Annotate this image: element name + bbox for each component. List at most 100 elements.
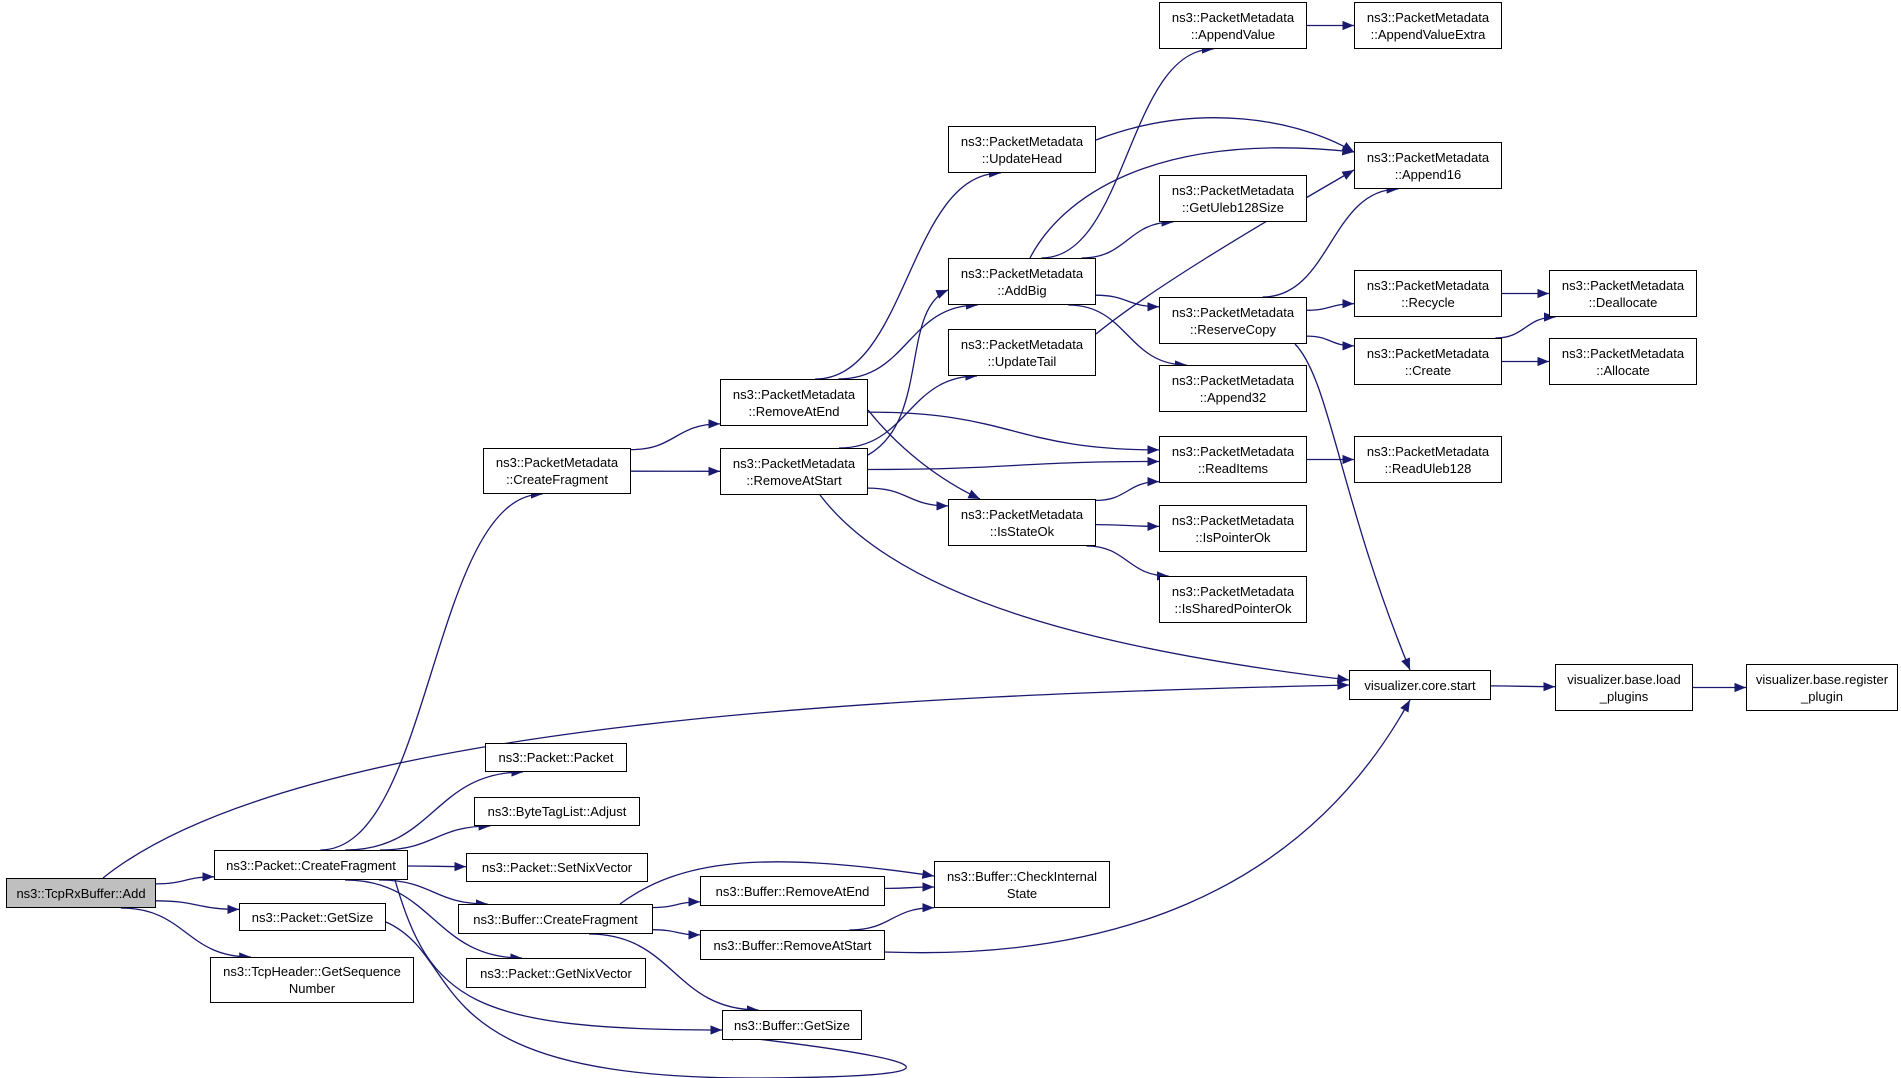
node-visualizer-base-register-plugin[interactable]: visualizer.base.register_plugin [1746, 664, 1898, 711]
node-label-line: ns3::Buffer::RemoveAtStart [713, 937, 872, 953]
node-packet-createfragment[interactable]: ns3::Packet::CreateFragment [214, 850, 408, 880]
node-label-line: ns3::Buffer::CheckInternal [946, 868, 1098, 884]
node-label-line: ns3::Buffer::GetSize [733, 1017, 851, 1033]
node-label-line: ns3::PacketMetadata [960, 133, 1084, 149]
node-label-line: ::Allocate [1596, 362, 1650, 378]
node-label-line: ::ReadUleb128 [1384, 460, 1472, 476]
node-buffer-createfragment[interactable]: ns3::Buffer::CreateFragment [458, 904, 653, 934]
node-packet-packet[interactable]: ns3::Packet::Packet [485, 743, 627, 772]
edge-pm-removeatend-to-pm-isstateok [867, 409, 981, 500]
edge-pm-removeatstart-to-pm-updatetail [838, 371, 978, 449]
node-pm-readuleb128[interactable]: ns3::PacketMetadata::ReadUleb128 [1354, 436, 1502, 483]
edge-pm-removeatstart-to-pm-addbig [867, 289, 949, 456]
edge-buffer-createfragment-to-buffer-removeatstart [652, 929, 701, 940]
node-visualizer-base-load-plugins[interactable]: visualizer.base.load_plugins [1555, 664, 1693, 711]
node-label-line: ::IsStateOk [989, 523, 1055, 539]
node-pm-removeatstart[interactable]: ns3::PacketMetadata::RemoveAtStart [720, 448, 868, 495]
node-label-line: ns3::Packet::GetNixVector [480, 965, 632, 981]
edge-tcprxbuffer-add-to-packet-createfragment [155, 872, 215, 885]
edge-buffer-removeatstart-to-buffer-checkinternalstate [849, 903, 935, 931]
node-label-line: ns3::PacketMetadata [732, 386, 856, 402]
node-pm-create[interactable]: ns3::PacketMetadata::Create [1354, 338, 1502, 385]
edge-packet-createfragment-to-packet-setnixvector [407, 861, 467, 872]
edge-buffer-removeatstart-to-visualizer-core-start [884, 699, 1411, 954]
node-pm-append32[interactable]: ns3::PacketMetadata::Append32 [1159, 365, 1307, 412]
node-label-line: ::Create [1404, 362, 1452, 378]
node-buffer-getsize[interactable]: ns3::Buffer::GetSize [722, 1010, 862, 1040]
edge-pm-reservecopy-to-visualizer-core-start [1294, 343, 1411, 671]
node-label-line: ns3::Buffer::RemoveAtEnd [715, 883, 870, 899]
node-label-line: ::Append32 [1199, 389, 1267, 405]
node-label-line: visualizer.core.start [1364, 677, 1476, 693]
node-tcprxbuffer-add[interactable]: ns3::TcpRxBuffer::Add [6, 878, 156, 908]
node-label-line: ns3::PacketMetadata [1366, 277, 1490, 293]
edge-packet-createfragment-to-buffer-createfragment [378, 879, 488, 909]
node-packet-setnixvector[interactable]: ns3::Packet::SetNixVector [466, 853, 648, 882]
node-label-line: ns3::PacketMetadata [1366, 9, 1490, 25]
node-label-line: ::IsPointerOk [1195, 529, 1271, 545]
node-label-line: ns3::Packet::CreateFragment [226, 857, 396, 873]
node-buffer-removeatstart[interactable]: ns3::Buffer::RemoveAtStart [700, 930, 885, 960]
node-label-line: ::AppendValue [1190, 26, 1276, 42]
edge-tcprxbuffer-add-to-packet-getsize [155, 900, 240, 915]
node-packet-getnixvector[interactable]: ns3::Packet::GetNixVector [466, 958, 646, 988]
node-pm-recycle[interactable]: ns3::PacketMetadata::Recycle [1354, 270, 1502, 317]
node-pm-appendvalueextra[interactable]: ns3::PacketMetadata::AppendValueExtra [1354, 2, 1502, 49]
node-label-line: ns3::PacketMetadata [1171, 304, 1295, 320]
edge-pm-create-to-pm-deallocate [1495, 312, 1556, 339]
node-pm-addbig[interactable]: ns3::PacketMetadata::AddBig [948, 258, 1096, 305]
node-label-line: ns3::Packet::Packet [498, 750, 614, 765]
node-label-line: visualizer.base.load [1567, 671, 1681, 687]
node-label-line: ns3::PacketMetadata [732, 455, 856, 471]
node-pm-append16[interactable]: ns3::PacketMetadata::Append16 [1354, 142, 1502, 189]
node-bytetaglist-adjust[interactable]: ns3::ByteTagList::Adjust [474, 797, 640, 826]
node-pm-deallocate[interactable]: ns3::PacketMetadata::Deallocate [1549, 270, 1697, 317]
node-visualizer-core-start[interactable]: visualizer.core.start [1349, 670, 1491, 700]
node-label-line: State [1006, 885, 1038, 901]
node-label-line: ::RemoveAtEnd [748, 403, 840, 419]
node-label-line: ns3::TcpRxBuffer::Add [16, 885, 146, 901]
node-label-line: ::CreateFragment [506, 472, 608, 487]
node-pm-getuleb128size[interactable]: ns3::PacketMetadata::GetUleb128Size [1159, 175, 1307, 222]
edge-pm-addbig-to-pm-append16 [1029, 146, 1355, 259]
edge-pm-reservecopy-to-pm-recycle [1306, 299, 1355, 311]
edge-pm-removeatstart-to-pm-readitems [867, 456, 1160, 471]
node-pm-updatetail[interactable]: ns3::PacketMetadata::UpdateTail [948, 329, 1096, 376]
node-pm-createfragment[interactable]: ns3::PacketMetadata::CreateFragment [483, 448, 631, 494]
edge-packet-createfragment-to-packet-getnixvector [344, 879, 523, 963]
node-pm-updatehead[interactable]: ns3::PacketMetadata::UpdateHead [948, 126, 1096, 173]
node-label-line: ::AddBig [997, 282, 1047, 298]
node-label-line: ::Append16 [1394, 166, 1462, 182]
node-label-line: ns3::PacketMetadata [1171, 372, 1295, 388]
node-label-line: ns3::PacketMetadata [960, 506, 1084, 522]
edge-buffer-createfragment-to-buffer-getsize [588, 933, 759, 1015]
node-label-line: ::Deallocate [1588, 294, 1658, 310]
edge-buffer-createfragment-to-buffer-removeatend [652, 897, 701, 909]
node-pm-ispointerok[interactable]: ns3::PacketMetadata::IsPointerOk [1159, 505, 1307, 552]
node-pm-allocate[interactable]: ns3::PacketMetadata::Allocate [1549, 338, 1697, 385]
node-label-line: ::ReserveCopy [1190, 321, 1276, 337]
edge-pm-createfragment-to-pm-removeatend [630, 419, 721, 451]
node-pm-readitems[interactable]: ns3::PacketMetadata::ReadItems [1159, 436, 1307, 483]
node-label-line: ns3::PacketMetadata [495, 455, 619, 470]
node-label-line: ::ReadItems [1197, 460, 1269, 476]
node-label-line: ns3::Packet::GetSize [251, 909, 374, 925]
edge-buffer-createfragment-to-buffer-checkinternalstate [619, 861, 935, 905]
node-label-line: ns3::PacketMetadata [960, 265, 1084, 281]
node-label-line: ns3::ByteTagList::Adjust [487, 804, 627, 819]
node-pm-issharedpointerok[interactable]: ns3::PacketMetadata::IsSharedPointerOk [1159, 576, 1307, 623]
node-label-line: ns3::PacketMetadata [1561, 345, 1685, 361]
edge-visualizer-core-start-to-visualizer-base-load-plugins [1490, 682, 1556, 692]
node-pm-removeatend[interactable]: ns3::PacketMetadata::RemoveAtEnd [720, 379, 868, 426]
edge-packet-createfragment-to-pm-createfragment [320, 489, 543, 851]
node-pm-isstateok[interactable]: ns3::PacketMetadata::IsStateOk [948, 499, 1096, 546]
node-label-line: ns3::PacketMetadata [1366, 345, 1490, 361]
node-pm-reservecopy[interactable]: ns3::PacketMetadata::ReserveCopy [1159, 297, 1307, 344]
node-packet-getsize[interactable]: ns3::Packet::GetSize [239, 903, 386, 931]
node-buffer-removeatend[interactable]: ns3::Buffer::RemoveAtEnd [700, 876, 885, 906]
node-pm-appendvalue[interactable]: ns3::PacketMetadata::AppendValue [1159, 2, 1307, 49]
